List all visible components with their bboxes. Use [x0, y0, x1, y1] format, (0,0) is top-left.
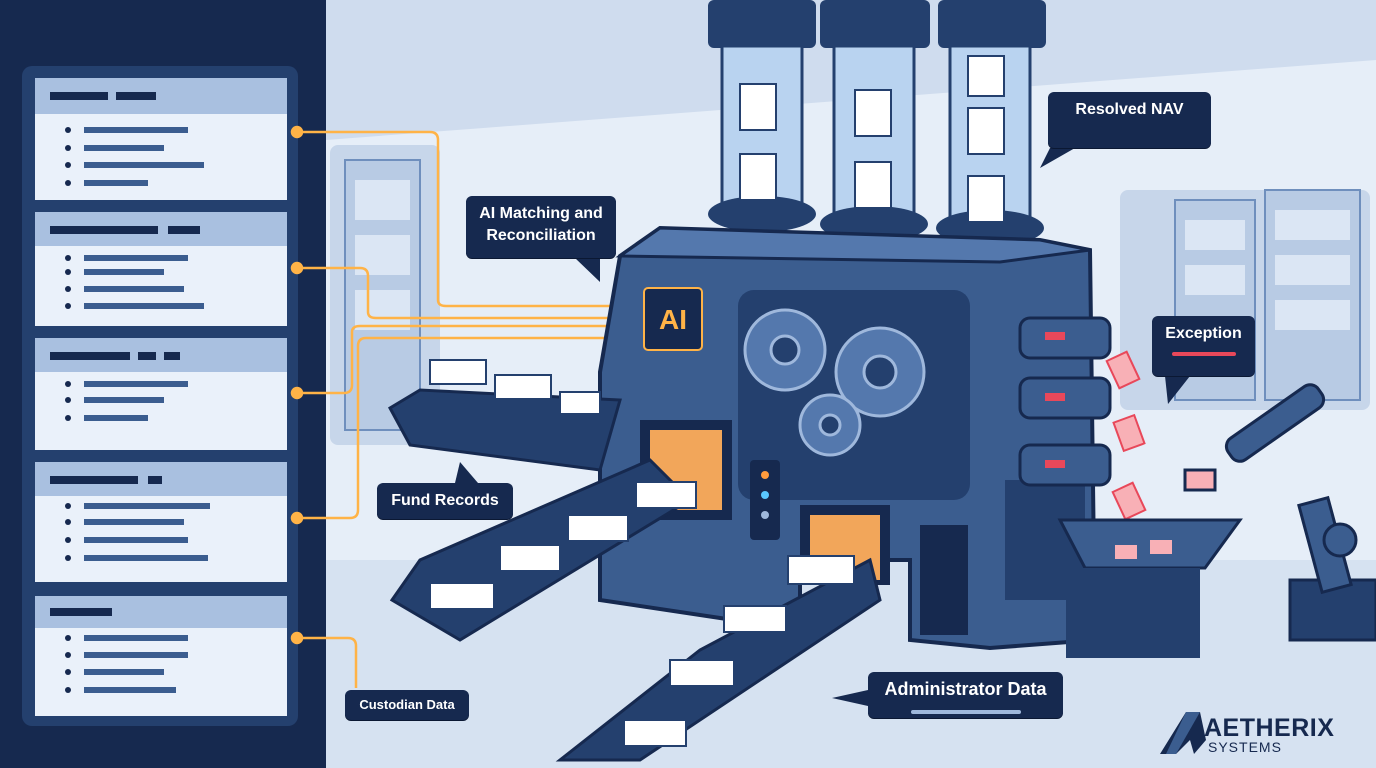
exception-pipes	[1018, 316, 1147, 521]
brand-name: AETHERIX	[1204, 714, 1335, 742]
brand-subtitle: SYSTEMS	[1208, 739, 1282, 755]
callout-administrator-data: Administrator Data	[868, 672, 1063, 718]
connector-lines	[290, 125, 640, 688]
brand-logo: AETHERIX SYSTEMS	[1158, 710, 1364, 758]
callout-administrator-data-label: Administrator Data	[884, 679, 1047, 699]
callout-ai-matching: AI Matching and Reconciliation	[466, 196, 616, 258]
callout-custodian-data: Custodian Data	[345, 690, 469, 720]
callout-resolved-nav: Resolved NAV	[1048, 92, 1211, 148]
callout-exception: Exception	[1152, 316, 1255, 376]
callout-ai-matching-label: AI Matching and Reconciliation	[479, 205, 603, 244]
callout-fund-records-label: Fund Records	[391, 492, 499, 509]
document-icon	[739, 55, 1005, 223]
callout-resolved-nav-label: Resolved NAV	[1075, 101, 1184, 118]
list-item	[35, 212, 287, 326]
admin-dash-line	[910, 701, 1021, 721]
callout-custodian-data-label: Custodian Data	[359, 697, 455, 712]
chip-icon	[643, 287, 703, 351]
brand-logo-icon	[1160, 712, 1206, 754]
callout-pointers	[455, 148, 1190, 706]
list-item	[35, 78, 287, 200]
conveyor-icon	[387, 359, 882, 762]
exception-dash-line	[1171, 345, 1236, 362]
list-item	[35, 462, 287, 582]
exception-bin	[1057, 518, 1243, 658]
list-item	[35, 338, 287, 450]
gear-icon	[743, 308, 926, 457]
server-rack-icon	[344, 159, 1361, 431]
callout-exception-label: Exception	[1165, 325, 1242, 342]
robot-arm-icon	[1183, 383, 1376, 642]
source-list-cards	[35, 78, 287, 716]
callout-fund-records: Fund Records	[377, 483, 513, 519]
list-item	[35, 596, 287, 716]
chip-label: AI	[659, 304, 687, 335]
